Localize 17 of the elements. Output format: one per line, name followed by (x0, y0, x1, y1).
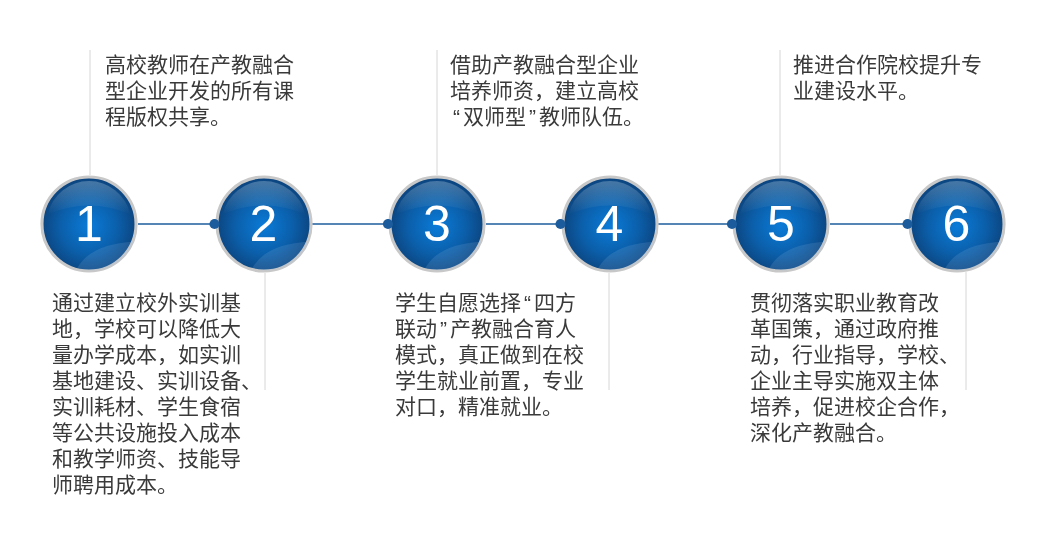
description-text: 通过建立校外实训基地，学校可以降低大量办学成本，如实训基地建设、实训设备、实训耗材、学生食宿等公共设施投入成本和教学师资、技能导师聘用成本。 (52, 290, 265, 498)
number-circle: 6 (907, 175, 1006, 273)
number-circle: 5 (732, 175, 830, 273)
connector-line (829, 218, 913, 230)
description-text: 借助产教融合型企业培养师资，建立高校“双师型”教师队伍。 (437, 50, 667, 130)
number-circle: 2 (214, 175, 313, 273)
connector-line (311, 218, 394, 230)
number-circle: 3 (388, 175, 486, 273)
number-circle: 1 (40, 175, 138, 273)
connector-line (137, 218, 220, 230)
description-text: 高校教师在产教融合型企业开发的所有课程版权共享。 (90, 50, 322, 130)
description-text: 推进合作院校提升专业建设水平。 (780, 50, 1010, 104)
connector-line (657, 218, 738, 230)
connector-line (485, 218, 566, 230)
description-text: 贯彻落实职业教育改革国策，通过政府推动，行业指导，学校、企业主导实施双主体培养，促进校企合作，深化产教融合。 (750, 290, 966, 446)
number-circle: 4 (560, 175, 659, 273)
description-text: 学生自愿选择“四方联动”产教融合育人模式，真正做到在校学生就业前置，专业对口，精准就业。 (395, 290, 609, 420)
